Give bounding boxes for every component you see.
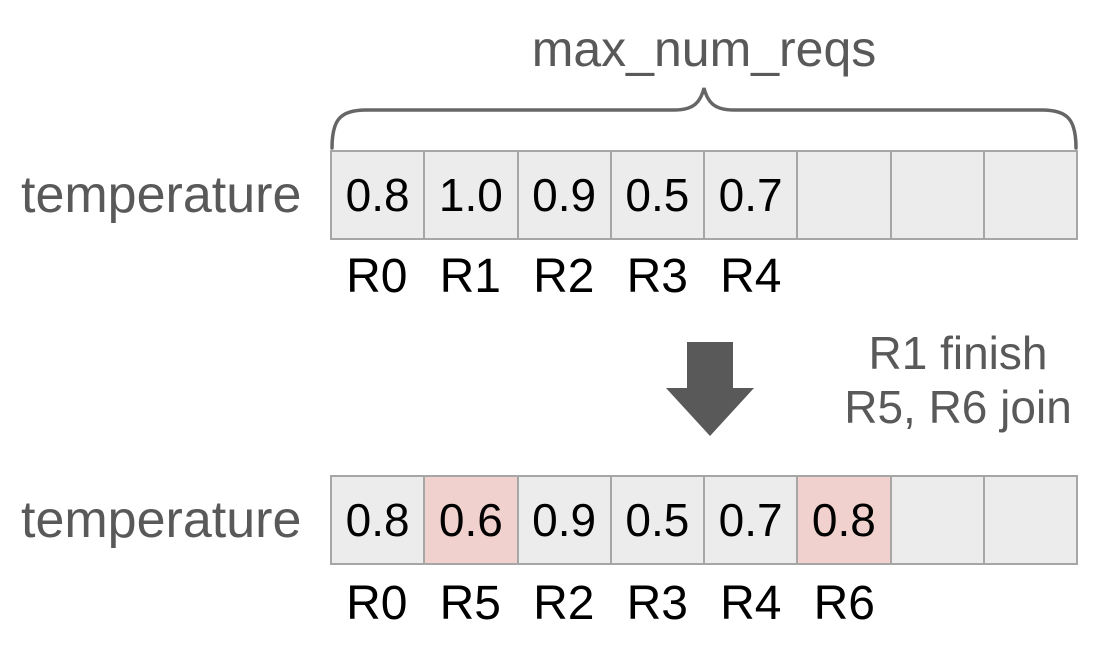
request-label: R3 — [626, 577, 688, 630]
transition-line-1: R1 finish — [868, 327, 1048, 379]
transition-line-2: R5, R6 join — [844, 381, 1072, 433]
request-label: R2 — [533, 577, 595, 630]
request-label: R3 — [626, 250, 688, 303]
cell — [984, 152, 1076, 238]
request-label: R0 — [346, 577, 408, 630]
request-label: R1 — [439, 250, 501, 303]
cell: 0.5 — [611, 477, 705, 563]
cell: 0.6 — [425, 477, 519, 563]
cell: 0.8 — [332, 152, 426, 238]
brace-title: max_num_reqs — [531, 21, 877, 77]
row-label-after: temperature — [21, 491, 302, 549]
cell — [891, 152, 985, 238]
cell — [891, 477, 985, 563]
cell — [984, 477, 1076, 563]
cell — [798, 152, 892, 238]
cell: 0.7 — [705, 477, 799, 563]
transition-note: R1 finish R5, R6 join — [828, 326, 1088, 434]
request-label: R4 — [720, 250, 782, 303]
request-label: R0 — [346, 250, 408, 303]
request-labels-after: R0 R5 R2 R3 R4 R6 — [330, 577, 1078, 631]
curly-brace-icon — [330, 87, 1078, 150]
cell: 0.8 — [798, 477, 892, 563]
request-labels-before: R0 R1 R2 R3 R4 — [330, 250, 1078, 304]
cell: 0.5 — [611, 152, 705, 238]
request-label: R6 — [813, 577, 875, 630]
cell: 0.8 — [332, 477, 426, 563]
request-label: R5 — [439, 577, 501, 630]
request-label: R4 — [720, 577, 782, 630]
request-label: R2 — [533, 250, 595, 303]
cell: 1.0 — [425, 152, 519, 238]
cell: 0.7 — [705, 152, 799, 238]
down-arrow-icon — [666, 342, 754, 436]
row-label-before: temperature — [21, 166, 302, 224]
cell: 0.9 — [518, 477, 612, 563]
cell: 0.9 — [518, 152, 612, 238]
